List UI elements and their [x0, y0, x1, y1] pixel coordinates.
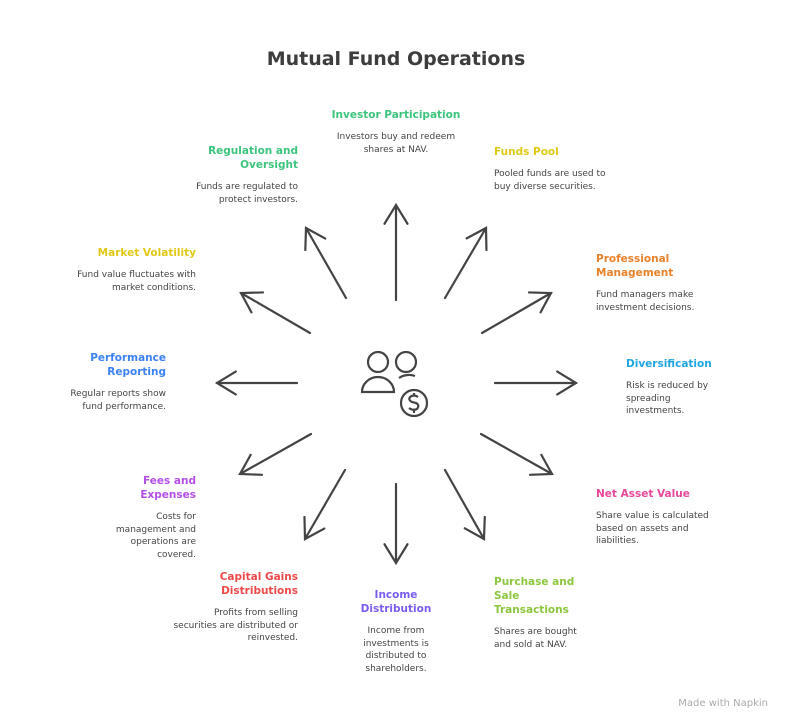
node-description: Income from investments is distributed t…	[363, 626, 429, 674]
node-description: Risk is reduced by spreading investments…	[626, 381, 709, 416]
node-heading: Funds Pool	[494, 146, 559, 158]
made-with-napkin-watermark: Made with Napkin	[678, 698, 768, 709]
node-description: Funds are regulated to protect investors…	[196, 182, 298, 205]
node-description: Regular reports show fund performance.	[70, 389, 166, 412]
node-heading: Income Distribution	[360, 589, 432, 615]
node-description: Fund value fluctuates with market condit…	[77, 270, 196, 293]
node-description: Fund managers make investment decisions.	[596, 290, 695, 313]
node-description: Profits from selling securities are dist…	[173, 608, 298, 643]
node-heading: Market Volatility	[97, 247, 196, 259]
arrow-to-diversification	[493, 370, 579, 396]
node-description: Shares are bought and sold at NAV.	[494, 627, 577, 650]
arrow-to-income	[383, 482, 409, 566]
node-description: Costs for management and operations are …	[115, 512, 196, 560]
node-heading: Professional Management	[596, 253, 674, 279]
diagram-title: Mutual Fund Operations	[266, 48, 526, 70]
arrow-to-professional	[480, 291, 553, 335]
arrow-to-investor	[383, 202, 409, 302]
node-description: Investors buy and redeem shares at NAV.	[336, 132, 456, 155]
node-heading: Net Asset Value	[596, 488, 690, 500]
arrow-to-capital	[303, 468, 347, 541]
arrow-to-funds-pool	[443, 226, 488, 300]
node-description: Pooled funds are used to buy diverse sec…	[494, 169, 606, 192]
arrow-to-purchase	[443, 468, 486, 541]
arrow-to-performance	[214, 370, 299, 396]
arrow-to-volatility	[239, 291, 312, 335]
node-heading: Investor Participation	[331, 109, 461, 121]
node-heading: Capital Gains Distributions	[219, 571, 298, 597]
arrow-to-regulation	[304, 226, 348, 300]
investors-dollar-icon	[360, 350, 429, 418]
node-heading: Regulation and Oversight	[208, 145, 298, 171]
node-heading: Performance Reporting	[90, 352, 166, 378]
node-heading: Diversification	[626, 358, 712, 370]
node-description: Share value is calculated based on asset…	[596, 511, 709, 546]
arrow-to-fees	[238, 432, 313, 476]
arrow-to-nav	[479, 432, 554, 476]
node-heading: Fees and Expenses	[140, 475, 196, 501]
node-heading: Purchase and Sale Transactions	[494, 576, 575, 616]
